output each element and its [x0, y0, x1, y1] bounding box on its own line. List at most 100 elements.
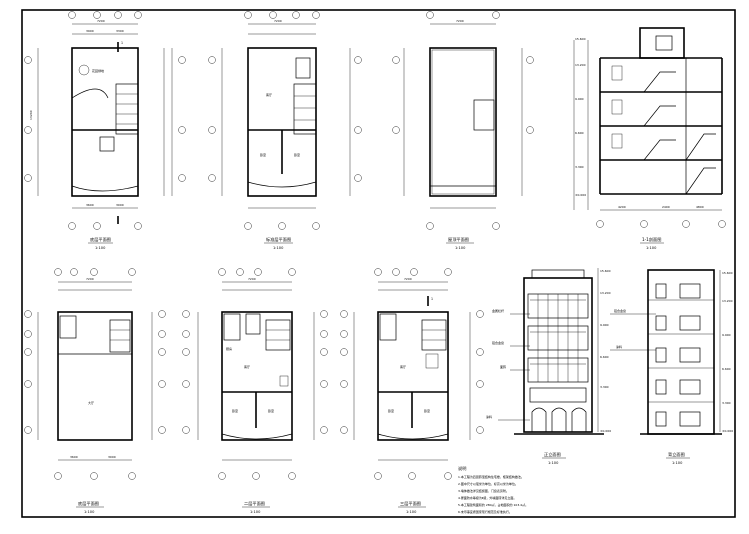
level-mark: 3.300: [600, 385, 609, 389]
general-notes: 说明 1.本工程为四层砖混结构住宅楼，框架结构做法。 2.图中尺寸以毫米为单位，…: [458, 465, 528, 514]
level-mark: 15.600: [722, 271, 733, 275]
facade: [647, 269, 715, 435]
window: [679, 411, 701, 427]
level-mark: 3.300: [722, 401, 731, 405]
stair: [293, 83, 317, 135]
dim-depth: 13240: [29, 110, 33, 120]
dim-overall: 7200: [404, 277, 412, 281]
level-mark: ±0.000: [575, 193, 586, 197]
level-mark: 9.900: [722, 333, 731, 337]
callout: 面砖: [500, 364, 506, 369]
room-label-bed: 卧室: [388, 408, 394, 413]
section-mark: 1: [431, 297, 433, 301]
room-label-living: 客厅: [266, 92, 272, 97]
room-label-garden: 花园绿地: [92, 68, 104, 73]
view-title: 背立面图: [668, 451, 685, 458]
stair: [421, 319, 447, 351]
view-scale: 1:100: [95, 246, 106, 250]
level-mark: 15.600: [575, 37, 586, 41]
level-mark: 13.200: [722, 299, 733, 303]
level-mark: 13.200: [575, 63, 586, 67]
view-title: 标准层平面图: [266, 236, 291, 243]
level-mark: ±0.000: [600, 429, 611, 433]
view-title: 底层平面图: [78, 500, 99, 507]
callout: 铝合金窗: [614, 308, 626, 313]
level-mark: 13.200: [600, 291, 611, 295]
note-line: 6.未尽事宜按国家现行规范及标准执行。: [458, 509, 512, 514]
stair: [473, 99, 495, 131]
level-mark: 3.300: [575, 165, 584, 169]
window: [655, 283, 667, 299]
dim-overall: 7200: [274, 19, 282, 23]
callout: 铝合金窗: [492, 340, 504, 345]
room-label-bed: 卧室: [268, 408, 274, 413]
building-outline: [57, 311, 133, 441]
section-view: 15.600 13.200 9.900 6.600 3.300 ±0.000 4…: [573, 27, 726, 250]
stair: [265, 319, 291, 351]
window: [655, 379, 667, 395]
view-title: 二层平面图: [244, 501, 265, 507]
room-label-bed: 卧室: [260, 152, 266, 157]
note-line: 1.本工程为四层砖混结构住宅楼，框架结构做法。: [458, 474, 524, 479]
dim-overall: 7200: [456, 19, 464, 23]
room-label-living: 客厅: [244, 364, 250, 369]
view-scale: 1:100: [646, 246, 657, 250]
room-label-bed: 卧室: [232, 408, 238, 413]
dim-bay: 3000: [108, 455, 116, 459]
plan-ground: 7200 3900 3300 花园绿地 13240 3600: [24, 11, 186, 250]
dim-section: 4800: [696, 205, 704, 209]
elevation-front: 15.600 13.200 9.900 6.600 3.300 ±0.000 金…: [486, 268, 611, 465]
dim-section: 4200: [618, 205, 626, 209]
room-label-bed: 卧室: [424, 408, 430, 413]
view-title: 三层平面图: [400, 501, 421, 507]
note-line: 2.图中尺寸以毫米为单位，标高以米为单位。: [458, 481, 518, 486]
elevation-back: 15.600 13.200 9.900 6.600 3.300 ±0.000 铝…: [610, 269, 733, 465]
view-scale: 1:100: [672, 461, 683, 465]
note-line: 4.屋面防水等级为Ⅱ级，外墙面砖详见立面。: [458, 495, 516, 500]
stair: [109, 319, 131, 353]
notes-heading: 说明: [458, 465, 466, 472]
building-outline: [71, 47, 139, 197]
note-line: 5.本工程建筑面积约 280㎡，占地面积约 103.4㎡。: [458, 502, 528, 507]
dim-bay: 3300: [116, 29, 124, 33]
window: [679, 283, 701, 299]
view-scale: 1:100: [84, 510, 95, 514]
plan-typical: 7200 客厅 卧室 卧室 标准层平面图 1:100: [208, 11, 362, 250]
window: [679, 347, 701, 363]
callout: 涂料: [616, 344, 622, 349]
callout: 金属栏杆: [492, 308, 504, 313]
level-mark: 6.600: [600, 355, 609, 359]
view-scale: 1:100: [406, 510, 417, 514]
window: [655, 411, 667, 427]
level-mark: 15.600: [600, 269, 611, 273]
note-line: 3.墙体做法详见结施图，门窗表另附。: [458, 488, 509, 493]
room-label-living: 客厅: [400, 364, 406, 369]
plan-roof: 7200 屋顶平面图 1:100: [392, 11, 534, 250]
dim-bay: 3000: [116, 203, 124, 207]
dim-overall: 7200: [248, 277, 256, 281]
view-scale: 1:100: [455, 246, 466, 250]
view-title: 屋顶平面图: [448, 237, 469, 243]
callout: 涂料: [486, 414, 492, 419]
plan-third: 7200 客厅 卧室 卧室 1 三层平面图 1:10: [340, 268, 484, 514]
dim-overall: 7200: [86, 277, 94, 281]
plan-basement: 7200 大厅 3600 3000 底层平面图 1:100: [24, 268, 166, 514]
building-outline: [377, 311, 449, 441]
room-label-kitchen: 厨房: [226, 346, 232, 351]
view-title: 底层平面图: [90, 236, 111, 243]
plan-second: 7200 厨房 客厅 卧室 卧室 二层平面图: [182, 268, 328, 514]
building-outline: [221, 311, 293, 441]
view-scale: 1:100: [548, 461, 559, 465]
view-title: 正立面图: [544, 451, 561, 458]
building-outline: [429, 47, 497, 197]
dim-overall: 7200: [97, 19, 105, 23]
stair: [115, 83, 139, 135]
level-mark: 6.600: [722, 367, 731, 371]
view-scale: 1:100: [273, 246, 284, 250]
level-mark: 9.900: [600, 323, 609, 327]
level-mark: 6.600: [575, 131, 584, 135]
window: [655, 35, 673, 51]
window: [655, 315, 667, 331]
